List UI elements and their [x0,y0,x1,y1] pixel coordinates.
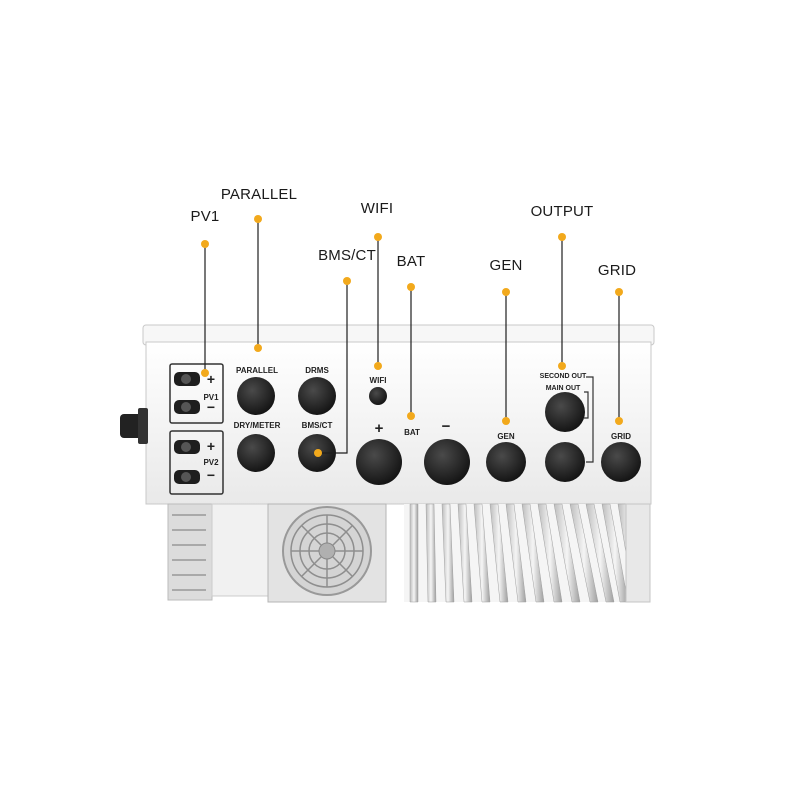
panel-label-dry-meter: DRY/METER [233,421,281,430]
grid-port[interactable] [601,442,641,482]
bms-ct-marker-top [343,277,351,285]
fan-hub [318,542,336,560]
bms-ct-marker-end [314,449,322,457]
bat-plus-sign: + [374,420,384,437]
output-marker-end [558,362,566,370]
right-bracket [625,503,651,603]
callout-output: OUTPUT [530,203,594,220]
panel-label-pv2: PV2 [203,458,219,467]
grid-marker-top [615,288,623,296]
callout-gen: GEN [489,257,523,274]
bat-plus-port[interactable] [356,439,402,485]
panel-label-wifi: WIFI [369,376,387,385]
panel-label-bat: BAT [404,428,420,437]
pv2-connector-box [169,430,224,495]
wifi-marker-top [374,233,382,241]
left-heatsink [167,503,213,601]
output-marker-top [558,233,566,241]
parallel-marker-top [254,215,262,223]
callout-wifi: WIFI [360,200,394,217]
parallel-port[interactable] [237,377,275,415]
callout-bat: BAT [396,253,426,270]
left-bracket [211,503,269,597]
second-out-port[interactable] [545,392,585,432]
pv1-marker-top [201,240,209,248]
parallel-marker-end [254,344,262,352]
gen-port[interactable] [486,442,526,482]
main-out-port[interactable] [545,442,585,482]
pv2-minus-sign: − [206,467,216,483]
gen-marker-top [502,288,510,296]
panel-label-second-out: SECOND OUT [539,373,587,380]
second-out-bracket [586,376,594,463]
gen-marker-end [502,417,510,425]
callout-markers [201,215,623,457]
panel-label-parallel: PARALLEL [235,366,279,375]
bat-marker-top [407,283,415,291]
grid-marker-end [615,417,623,425]
callout-grid: GRID [597,262,637,279]
bat-minus-sign: − [441,418,451,435]
callout-parallel: PARALLEL [220,186,298,203]
pv1-minus-connector[interactable] [174,400,200,414]
bat-marker-end [407,412,415,420]
pv2-plus-sign: + [206,438,216,454]
wifi-port[interactable] [369,387,387,405]
left-heatsink-fins [172,514,206,591]
wifi-marker-end [374,362,382,370]
pv1-minus-sign: − [206,399,216,415]
callout-pv1: PV1 [190,208,220,225]
panel-label-grid: GRID [611,432,631,441]
pv2-minus-connector[interactable] [174,470,200,484]
pv1-plus-connector[interactable] [174,372,200,386]
callout-bms-ct: BMS/CT [318,247,376,264]
main-out-bracket [584,391,589,419]
drms-port[interactable] [298,377,336,415]
pv1-connector-box [169,363,224,424]
panel-label-pv1: PV1 [203,393,219,402]
panel-label-gen: GEN [497,432,515,441]
panel-label-bms-ct: BMS/CT [301,421,333,430]
callout-lines [204,219,620,454]
pv1-marker-end [201,369,209,377]
pv2-plus-connector[interactable] [174,440,200,454]
dry-meter-port[interactable] [237,434,275,472]
bms-ct-leader [318,281,348,454]
panel-label-drms: DRMS [305,366,329,375]
bat-minus-port[interactable] [424,439,470,485]
pv1-plus-sign: + [206,371,216,387]
side-cable-gland-cap [138,408,148,444]
panel-label-main-out: MAIN OUT [545,385,581,392]
